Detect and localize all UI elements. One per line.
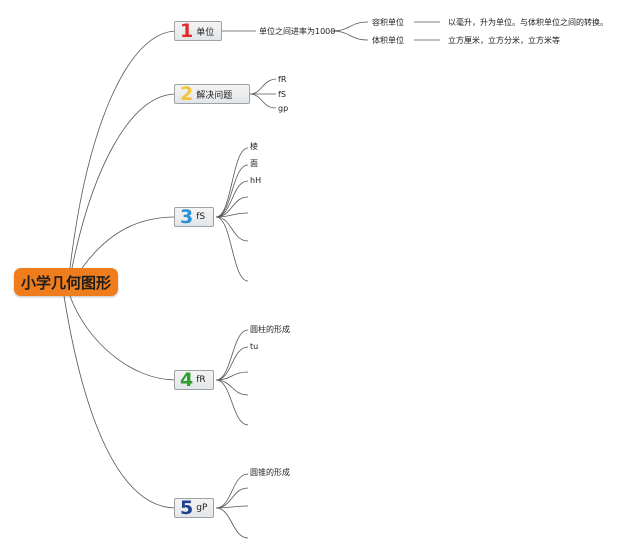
leaf-problem-1: fR	[278, 75, 287, 84]
leaf-edge: 棱	[250, 142, 258, 151]
topic-node-2[interactable]: 2 解决问题	[174, 84, 250, 104]
topic-label-4: fR	[196, 375, 206, 385]
topic-node-4[interactable]: 4 fR	[174, 370, 214, 390]
topic-label-5: gP	[196, 503, 208, 513]
topic-number-1: 1	[180, 20, 194, 42]
leaf-capacity-detail: 以毫升，升为单位。与体积单位之间的转换。	[448, 18, 608, 27]
root-node[interactable]: 小学几何图形	[14, 268, 118, 296]
topic-label-2: 解决问题	[196, 90, 233, 101]
topic-node-5[interactable]: 5 gP	[174, 498, 214, 518]
topic-node-1[interactable]: 1 单位	[174, 21, 222, 41]
leaf-topic3-3: hH	[250, 176, 262, 185]
leaf-face: 面	[250, 159, 258, 168]
leaf-cone-formation: 圆锥的形成	[250, 468, 290, 477]
leaf-cylinder-formation: 圆柱的形成	[250, 325, 290, 334]
leaf-topic4-2: tu	[250, 342, 259, 351]
topic-number-2: 2	[180, 83, 194, 105]
branch-unit-rate: 单位之间进率为1000	[259, 27, 336, 36]
topic-number-4: 4	[180, 369, 194, 391]
leaf-problem-2: fS	[278, 90, 286, 99]
branch-volume-unit: 体积单位	[372, 36, 404, 45]
topic-label-3: fS	[196, 212, 206, 222]
topic-number-5: 5	[180, 497, 194, 519]
leaf-volume-detail: 立方厘米，立方分米，立方米等	[448, 36, 560, 45]
root-label: 小学几何图形	[20, 273, 111, 292]
leaf-problem-3: gp	[278, 104, 289, 113]
topic-number-3: 3	[180, 206, 194, 228]
topic-label-1: 单位	[196, 27, 215, 38]
branch-capacity-unit: 容积单位	[372, 18, 404, 27]
topic-node-3[interactable]: 3 fS	[174, 207, 214, 227]
